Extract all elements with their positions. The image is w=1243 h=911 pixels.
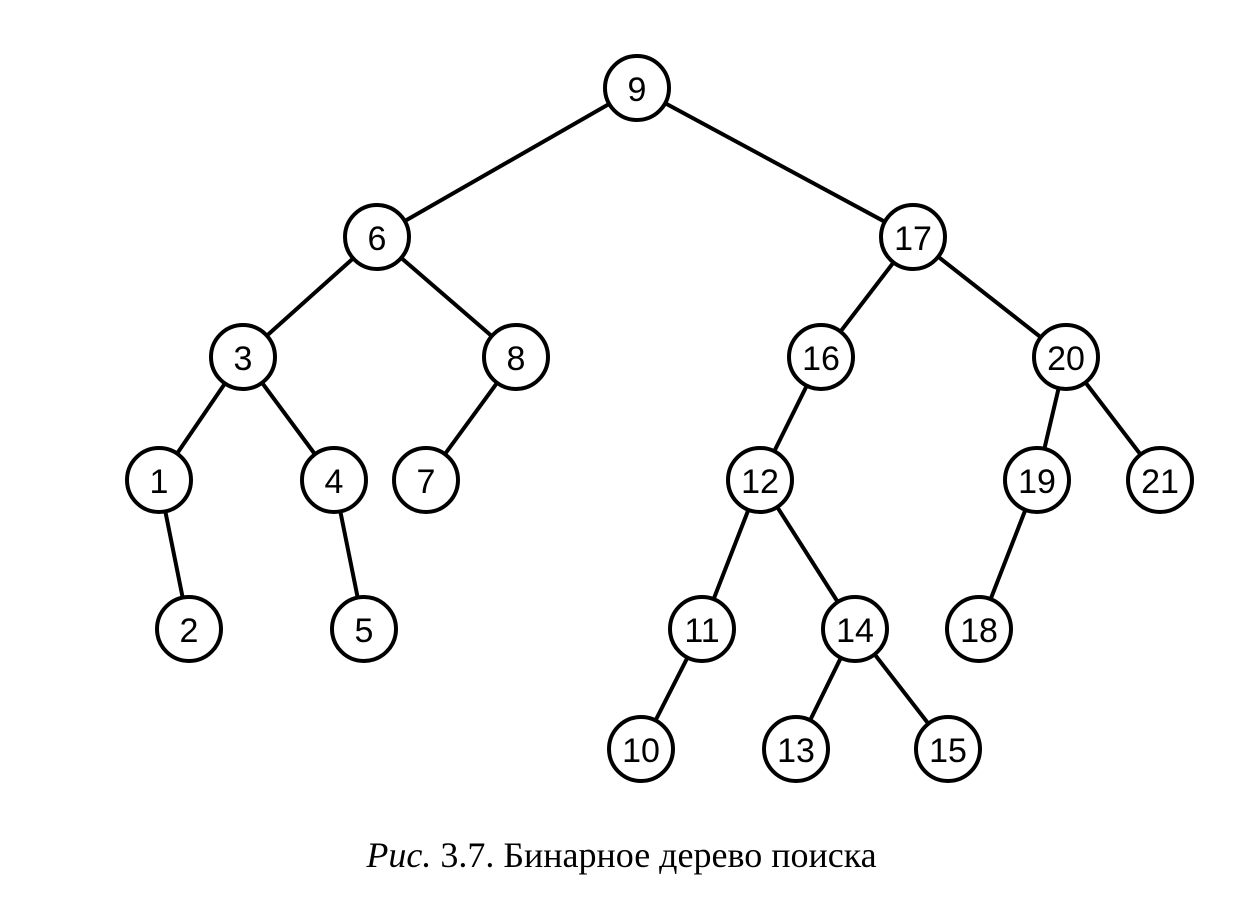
tree-node-9: 9	[603, 54, 671, 122]
tree-node-21: 21	[1126, 446, 1194, 514]
tree-node-17: 17	[879, 203, 947, 271]
node-circle	[482, 323, 550, 391]
node-label: 13	[777, 732, 815, 770]
node-circle	[607, 715, 675, 783]
node-circle	[300, 446, 368, 514]
node-label: 19	[1018, 463, 1056, 501]
node-label: 21	[1141, 463, 1179, 501]
tree-node-10: 10	[607, 715, 675, 783]
node-label: 17	[894, 220, 932, 258]
node-label: 15	[929, 732, 967, 770]
figure-caption: Рис. 3.7. Бинарное дерево поиска	[0, 834, 1243, 876]
node-label: 18	[960, 612, 998, 650]
node-label: 7	[417, 463, 436, 501]
node-label: 20	[1047, 340, 1085, 378]
node-circle	[914, 715, 982, 783]
node-label: 1	[150, 463, 169, 501]
tree-node-19: 19	[1003, 446, 1071, 514]
node-circle	[945, 595, 1013, 663]
node-label: 4	[325, 463, 344, 501]
node-label: 2	[180, 612, 199, 650]
tree-node-2: 2	[155, 595, 223, 663]
node-circle	[330, 595, 398, 663]
node-label: 8	[507, 340, 526, 378]
tree-node-3: 3	[209, 323, 277, 391]
node-circle	[821, 595, 889, 663]
node-circle	[726, 446, 794, 514]
node-circle	[1126, 446, 1194, 514]
node-circle	[392, 446, 460, 514]
tree-node-4: 4	[300, 446, 368, 514]
tree-node-12: 12	[726, 446, 794, 514]
node-circle	[125, 446, 193, 514]
node-circle	[762, 715, 830, 783]
tree-node-7: 7	[392, 446, 460, 514]
edge-n9-n6	[375, 86, 639, 239]
node-label: 10	[622, 732, 660, 770]
node-label: 3	[234, 340, 253, 378]
node-label: 9	[628, 71, 647, 109]
tree-node-11: 11	[668, 595, 736, 663]
tree-node-6: 6	[343, 203, 411, 271]
node-circle	[1003, 446, 1071, 514]
node-circle	[879, 203, 947, 271]
node-label: 11	[684, 612, 719, 650]
node-circle	[155, 595, 223, 663]
node-circle	[787, 323, 855, 391]
edge-n9-n17	[635, 86, 915, 239]
tree-node-13: 13	[762, 715, 830, 783]
tree-node-20: 20	[1032, 323, 1100, 391]
tree-node-8: 8	[482, 323, 550, 391]
node-circle	[1032, 323, 1100, 391]
node-circle	[668, 595, 736, 663]
node-label: 12	[741, 463, 779, 501]
tree-edges	[157, 86, 1162, 751]
node-label: 5	[355, 612, 374, 650]
tree-node-16: 16	[787, 323, 855, 391]
node-circle	[209, 323, 277, 391]
node-circle	[343, 203, 411, 271]
tree-node-14: 14	[821, 595, 889, 663]
caption-prefix: Рис.	[366, 835, 432, 875]
node-circle	[603, 54, 671, 122]
tree-node-1: 1	[125, 446, 193, 514]
node-label: 16	[802, 340, 840, 378]
tree-node-5: 5	[330, 595, 398, 663]
tree-node-15: 15	[914, 715, 982, 783]
node-label: 6	[368, 220, 387, 258]
node-label: 14	[836, 612, 874, 650]
tree-node-18: 18	[945, 595, 1013, 663]
caption-text: 3.7. Бинарное дерево поиска	[431, 835, 877, 875]
